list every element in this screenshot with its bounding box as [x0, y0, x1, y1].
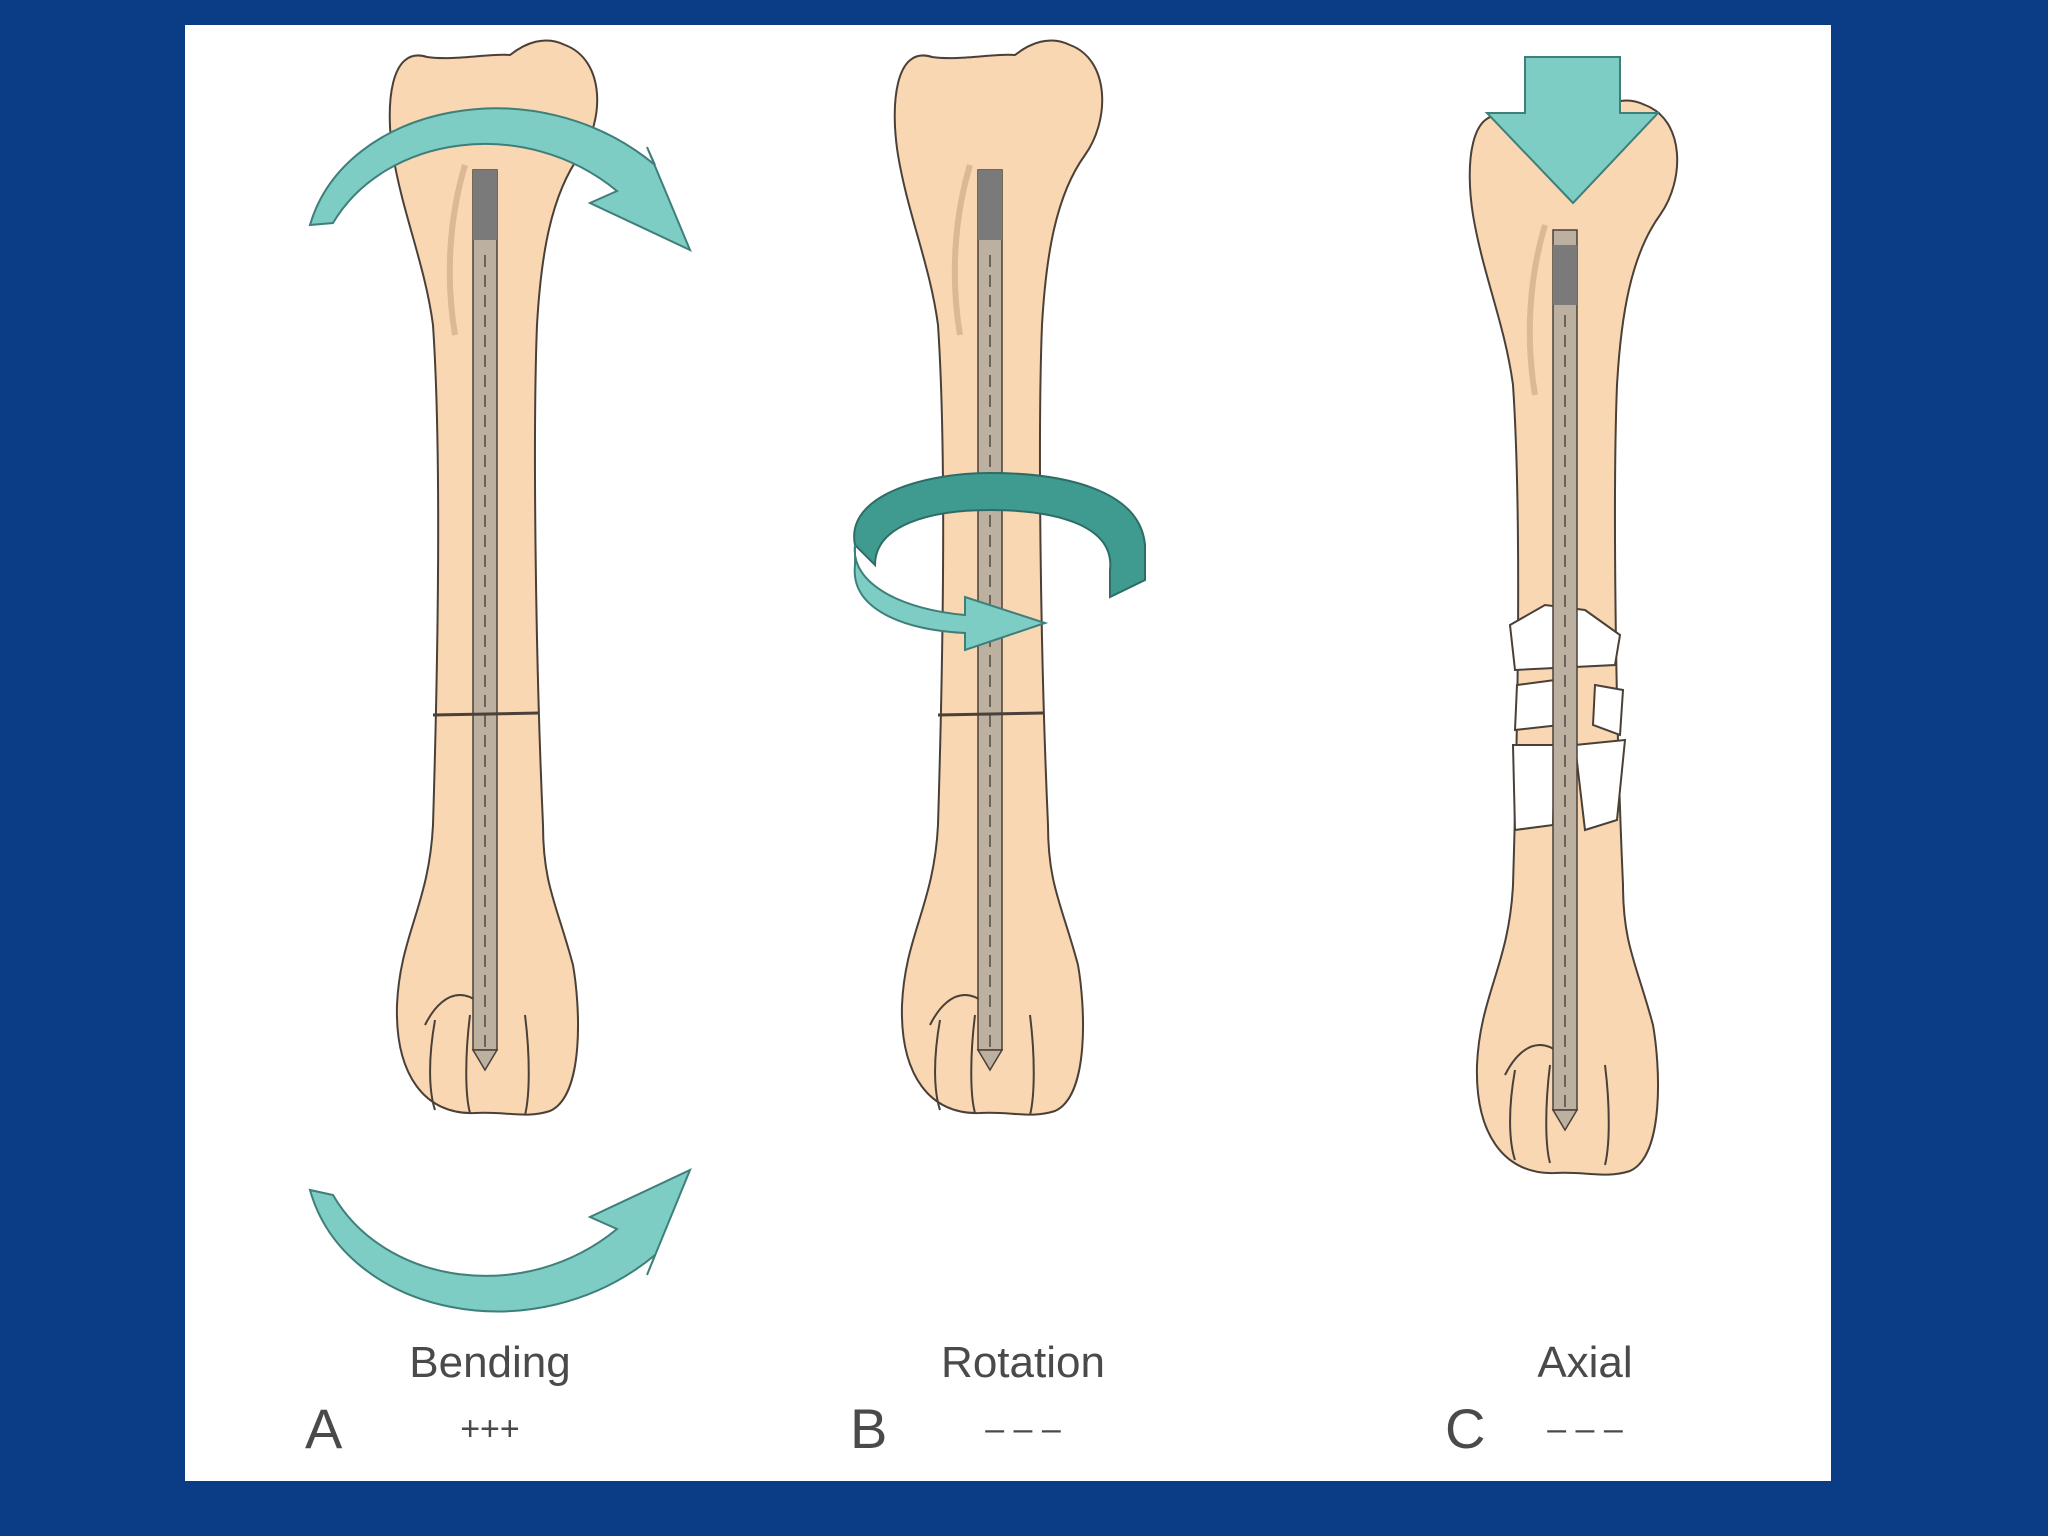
rotation-arrow-icon: [853, 471, 1146, 652]
figure-panel: A Bending +++ B Rotation – – – C Axial –…: [185, 25, 1831, 1481]
panel-title-a: Bending: [409, 1338, 570, 1387]
femur-c: [1468, 99, 1679, 1176]
panel-rating-a: +++: [460, 1410, 520, 1448]
panel-title-c: Axial: [1537, 1338, 1632, 1387]
femur-nail-diagram: A Bending +++ B Rotation – – – C Axial –…: [305, 39, 1679, 1460]
femur-a: [388, 39, 599, 1116]
panel-title-b: Rotation: [941, 1338, 1105, 1387]
panel-letter-a: A: [305, 1397, 343, 1460]
panel-rating-b: – – –: [985, 1410, 1061, 1448]
panel-rating-c: – – –: [1547, 1410, 1623, 1448]
down-arrow-icon: [1484, 56, 1661, 205]
panel-letter-b: B: [850, 1397, 887, 1460]
curved-arrow-icon-top: [308, 107, 692, 253]
femur-b: [893, 39, 1104, 1116]
panel-letter-c: C: [1445, 1397, 1485, 1460]
curved-arrow-icon-bottom: [308, 1168, 692, 1313]
